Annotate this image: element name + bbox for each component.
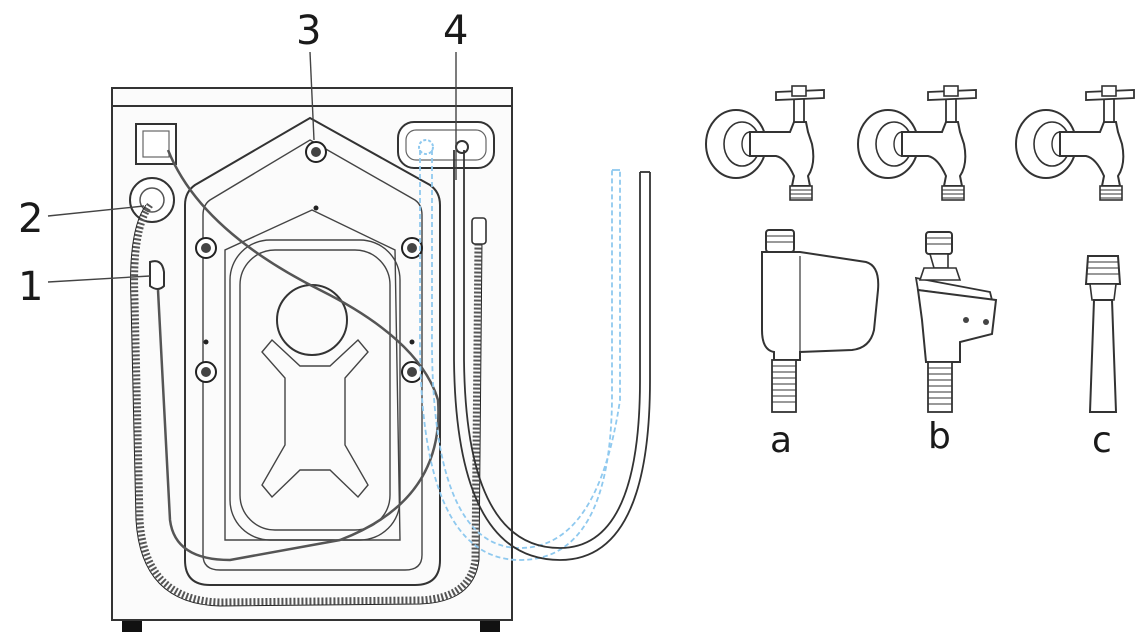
aquastop-valve-icon bbox=[761, 229, 880, 413]
variant-label-b: b bbox=[928, 416, 951, 457]
callout-1: 1 bbox=[18, 264, 43, 310]
back-panel-inner bbox=[202, 139, 423, 571]
inlet-panel bbox=[397, 121, 495, 169]
back-panel bbox=[184, 116, 441, 586]
plain-hose-connector-icon bbox=[1084, 255, 1122, 413]
power-cable-port bbox=[135, 123, 177, 165]
power-cable bbox=[156, 149, 440, 562]
transport-bolt-right-lower bbox=[401, 361, 423, 383]
cross-brace bbox=[261, 338, 369, 499]
inlet-valve bbox=[455, 140, 469, 154]
transport-bolt-left-lower bbox=[195, 361, 217, 383]
water-tap-c-icon bbox=[1015, 85, 1135, 201]
transport-bolt-left-upper bbox=[195, 237, 217, 259]
drain-hose-end bbox=[471, 217, 487, 245]
washing-machine-rear bbox=[111, 87, 651, 632]
safety-valve-icon bbox=[914, 231, 998, 413]
leader-line-3 bbox=[309, 51, 315, 141]
water-tap-a-icon bbox=[705, 85, 825, 201]
callout-3: 3 bbox=[296, 8, 321, 54]
leader-line-1 bbox=[47, 275, 151, 283]
inlet-hose bbox=[453, 150, 651, 561]
recess bbox=[229, 239, 401, 541]
inlet-valve-hidden bbox=[418, 139, 434, 155]
water-tap-b-icon bbox=[857, 85, 977, 201]
drain-hose bbox=[131, 202, 482, 606]
transport-bolt-top bbox=[305, 141, 327, 163]
left-foot bbox=[122, 618, 142, 632]
mains-plug bbox=[149, 260, 165, 290]
variant-c: c bbox=[1015, 85, 1135, 461]
variant-a: a bbox=[705, 85, 880, 461]
recess-inner bbox=[239, 249, 391, 531]
variant-label-a: a bbox=[770, 420, 792, 461]
leader-line-2 bbox=[47, 205, 145, 217]
variant-label-c: c bbox=[1092, 420, 1112, 461]
inlet-hose-hidden bbox=[419, 150, 613, 561]
callout-4: 4 bbox=[443, 8, 468, 54]
callout-2: 2 bbox=[18, 196, 43, 242]
variant-b: b bbox=[857, 85, 998, 457]
right-foot bbox=[480, 618, 500, 632]
transport-bolt-right-upper bbox=[401, 237, 423, 259]
